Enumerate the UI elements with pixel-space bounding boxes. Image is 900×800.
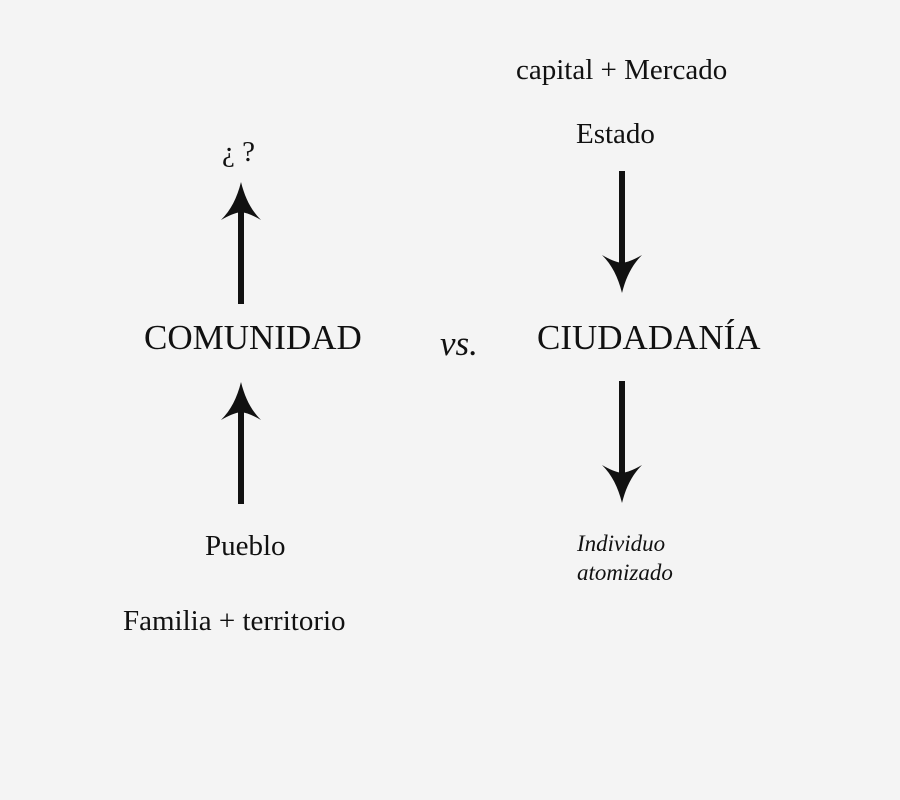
pueblo-label: Pueblo — [205, 530, 286, 562]
familia-territorio-label: Familia + territorio — [123, 605, 346, 637]
versus-label: vs. — [440, 324, 478, 363]
individuo-atomizado-label: Individuo atomizado — [577, 531, 673, 585]
up-arrow-pueblo-to-comunidad — [221, 382, 261, 504]
ciudadania-label: CIUDADANÍA — [537, 318, 761, 357]
down-arrow-ciudadania-to-individuo — [602, 381, 642, 503]
down-arrow-estado-to-ciudadania — [602, 171, 642, 293]
comunidad-label: COMUNIDAD — [144, 318, 362, 357]
estado-label: Estado — [576, 118, 655, 150]
up-arrow-comunidad-to-question — [221, 182, 261, 304]
capital-mercado-label: capital + Mercado — [516, 54, 728, 86]
question-label: ¿ ? — [222, 136, 255, 168]
